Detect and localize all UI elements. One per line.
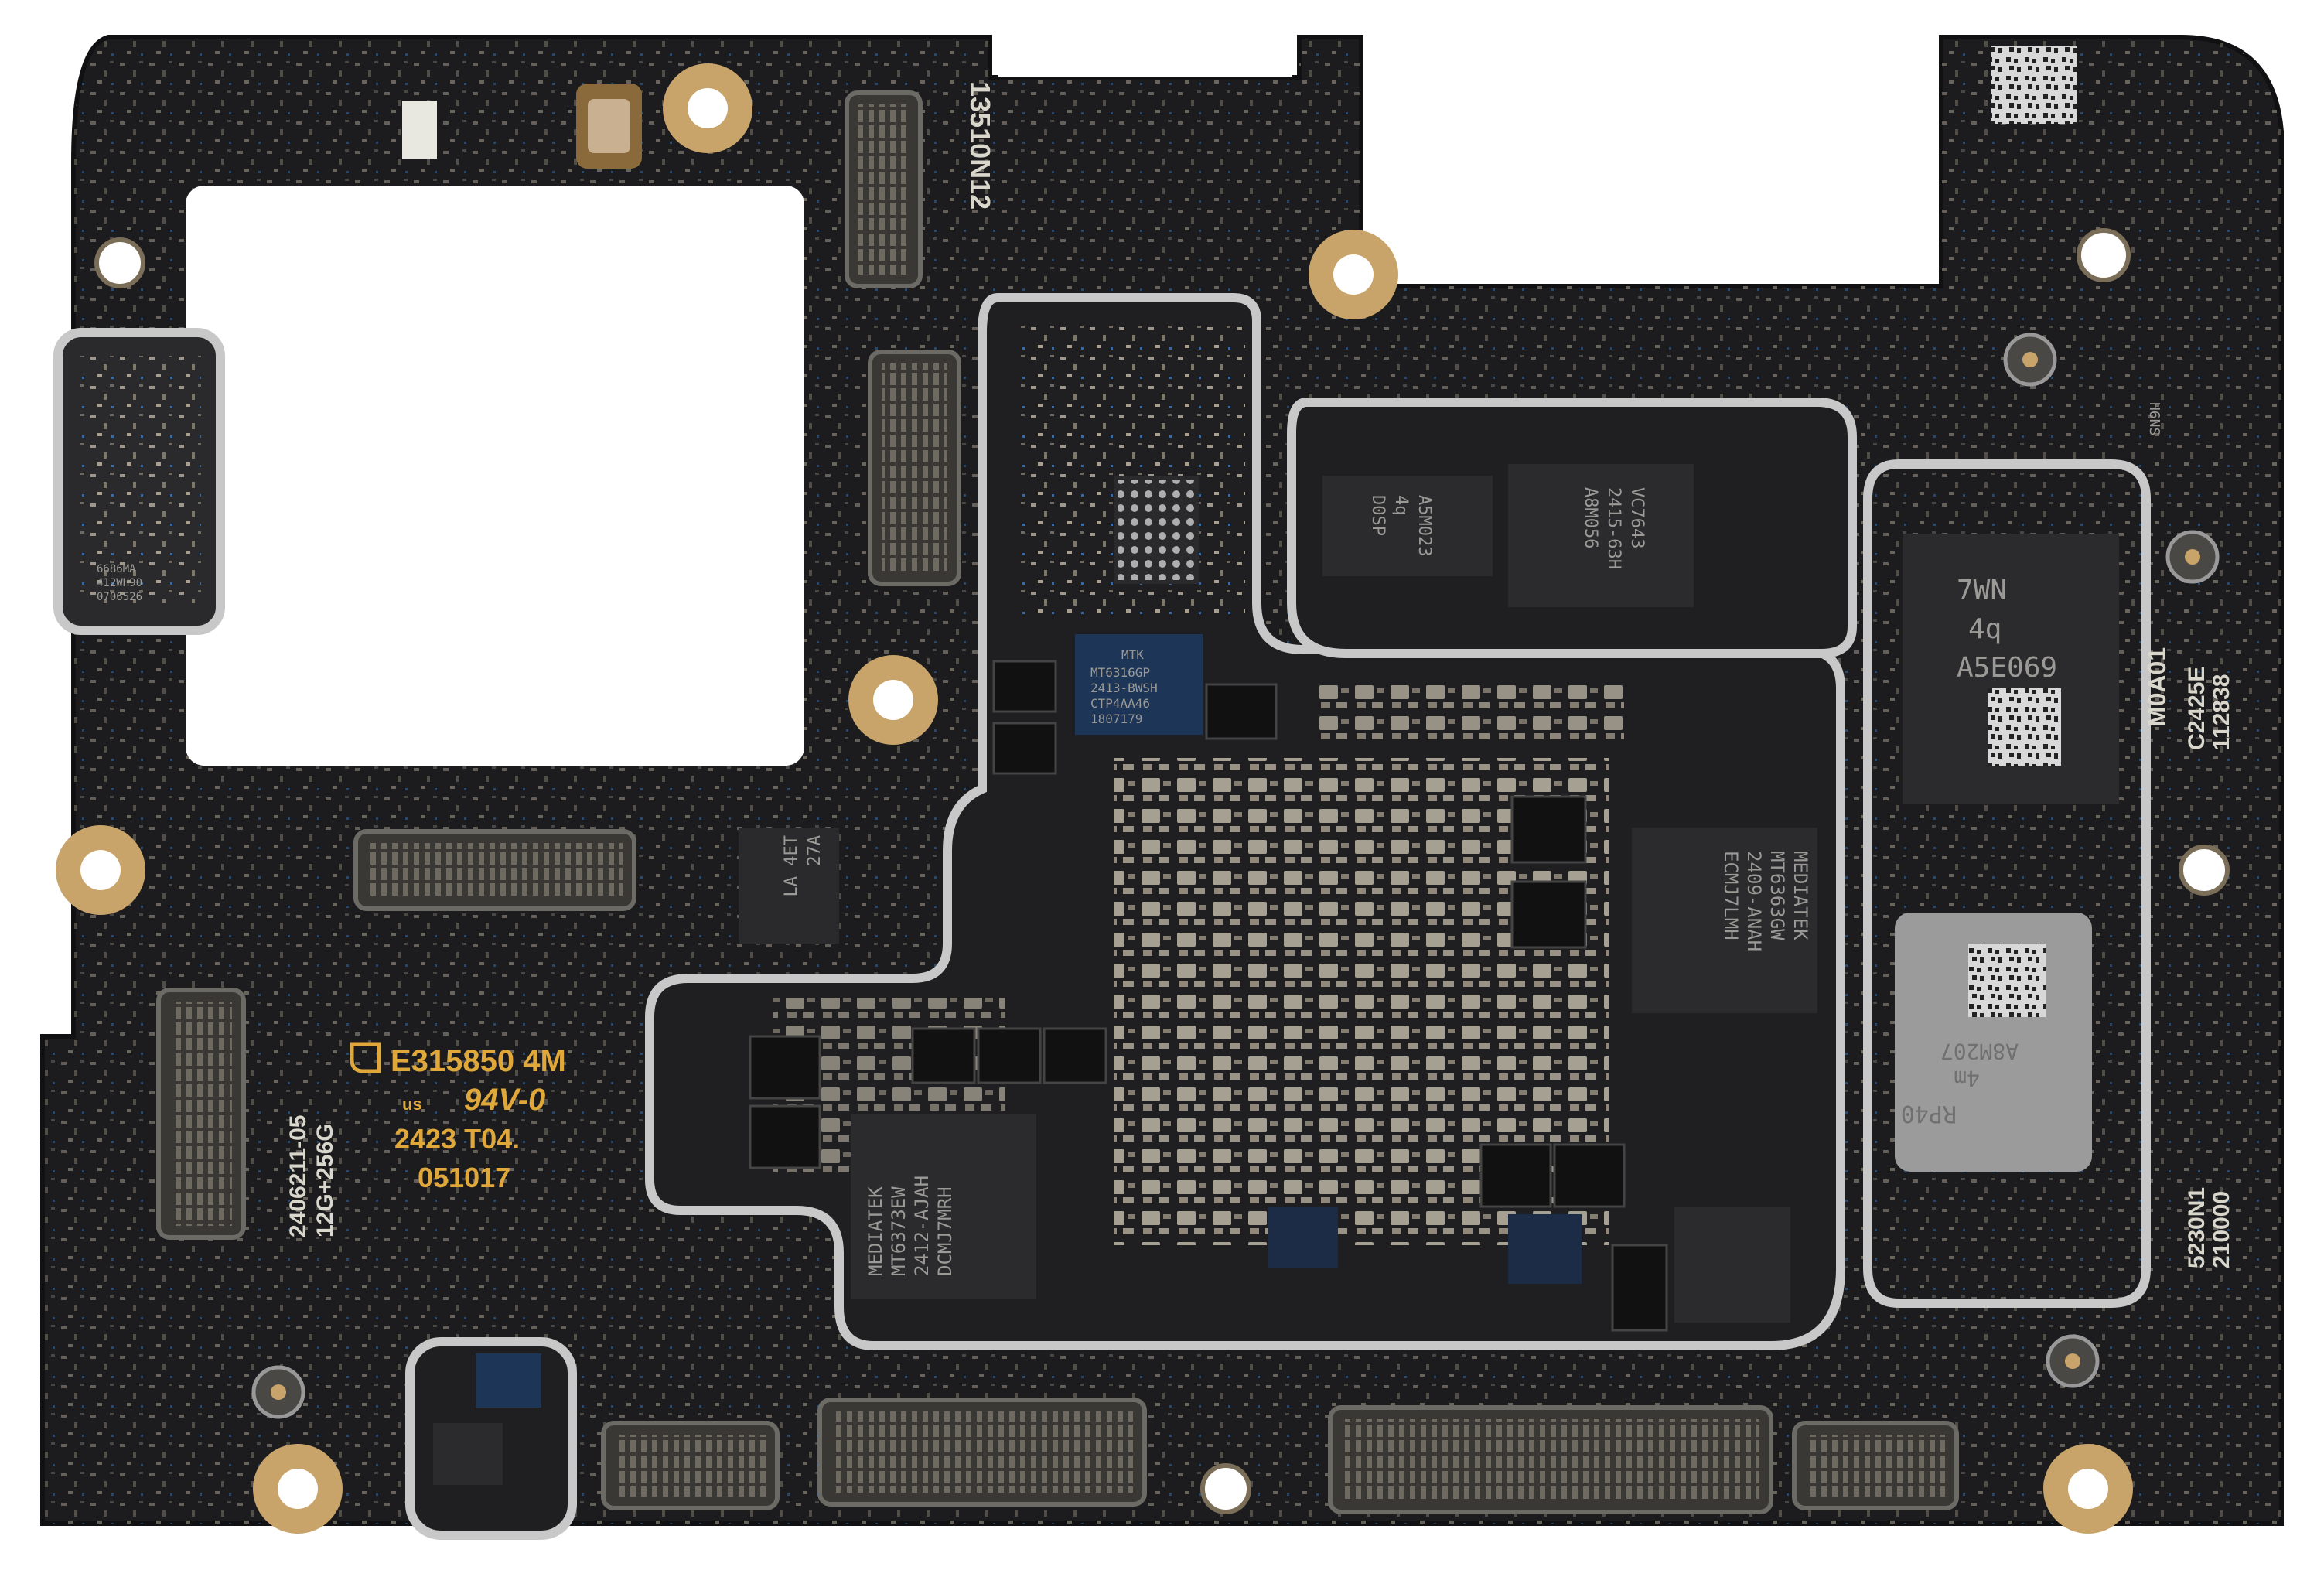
white-led (402, 101, 437, 159)
left-module-mark-2: 412WH90 (97, 577, 142, 589)
right-bottom-label-2: 210000 (2209, 1191, 2234, 1268)
ufs-shield-can (1863, 459, 2151, 1308)
mtk-pmic-small (1075, 634, 1203, 735)
right-side-label-3: 112838 (2209, 674, 2234, 750)
la-chip (739, 828, 839, 944)
ul-line-2: 94V-0 (464, 1083, 545, 1117)
left-module-mark-1: 6686MA (97, 563, 136, 575)
ufs-mark-3: A5E069 (1957, 652, 2057, 684)
ul-marking: E315850 4M us 94V-0 2423 T04. 051017 (350, 1042, 566, 1193)
right-side-label-1: M0A01 (2143, 647, 2171, 727)
rf-chip-mark-1: RP40 (1901, 1100, 1957, 1127)
mem-left-mark-3: A5M023 (1415, 495, 1434, 556)
mem-right-mark-3: A8M056 (1581, 487, 1600, 548)
ul-us-mark: us (402, 1094, 422, 1114)
mediatek-left-mark-2: MT6373EW (888, 1186, 909, 1276)
ul-line-3: 2423 T04. (394, 1123, 520, 1155)
mtk-small-mark-5: 1807179 (1090, 712, 1142, 726)
mediatek-right-mark-3: 2409-ANAH (1743, 851, 1765, 951)
la-chip-mark-1: LA 4ET (782, 835, 801, 896)
camera-cutout (186, 186, 804, 766)
rf-chip-mark-2: 4m (1954, 1066, 1980, 1091)
mediatek-left-mark-3: 2412-AJAH (911, 1176, 933, 1276)
ul-line-4: 051017 (418, 1162, 510, 1193)
mem-left-mark-1: D0SP (1368, 495, 1387, 536)
top-right-chip-mark: H6NS (2146, 402, 2162, 435)
mediatek-right (1632, 828, 1817, 1013)
left-code-label-2: 12G+256G (312, 1123, 338, 1237)
mediatek-right-mark-4: ECMJ7LMH (1720, 851, 1742, 940)
mtk-small-mark-2: MT6316GP (1090, 665, 1150, 680)
mediatek-left-mark-4: DCMJ7MRH (934, 1186, 956, 1276)
top-center-label: 13510N12 (964, 81, 996, 210)
left-code-label-1: 2406211-05 (285, 1115, 311, 1238)
ufs-mark-2: 4q (1968, 613, 2002, 645)
ufs-mark-1: 7WN (1957, 575, 2007, 606)
connectors (156, 90, 1959, 1514)
qr-label-top (1991, 46, 2077, 124)
mtk-small-mark-4: CTP4AA46 (1090, 696, 1150, 711)
la-chip-mark-2: 27A (805, 835, 824, 866)
mediatek-right-mark-2: MT6363GW (1766, 851, 1788, 940)
mtk-small-mark-1: MTK (1121, 647, 1144, 662)
coax-connectors (251, 333, 2220, 1419)
mem-right-mark-2: 2415-63H (1604, 487, 1623, 569)
left-module-mark-3: 0706526 (97, 591, 142, 603)
right-side-label-2: C2425E (2184, 667, 2210, 750)
mem-chip-left (1322, 476, 1493, 576)
mem-left-mark-2: 4q (1391, 495, 1411, 516)
rf-chip-mark-3: A8M207 (1940, 1039, 2019, 1064)
mem-right-mark-1: VC7643 (1627, 487, 1647, 548)
mem-chip-right (1508, 464, 1694, 607)
mediatek-left (851, 1114, 1036, 1299)
ul-line-1: E315850 4M (391, 1044, 566, 1078)
right-bottom-label-1: 5230N1 (2184, 1187, 2210, 1268)
mediatek-right-mark-1: MEDIATEK (1790, 851, 1811, 940)
mediatek-left-mark-1: MEDIATEK (865, 1186, 886, 1276)
mtk-small-mark-3: 2413-BWSH (1090, 681, 1158, 695)
